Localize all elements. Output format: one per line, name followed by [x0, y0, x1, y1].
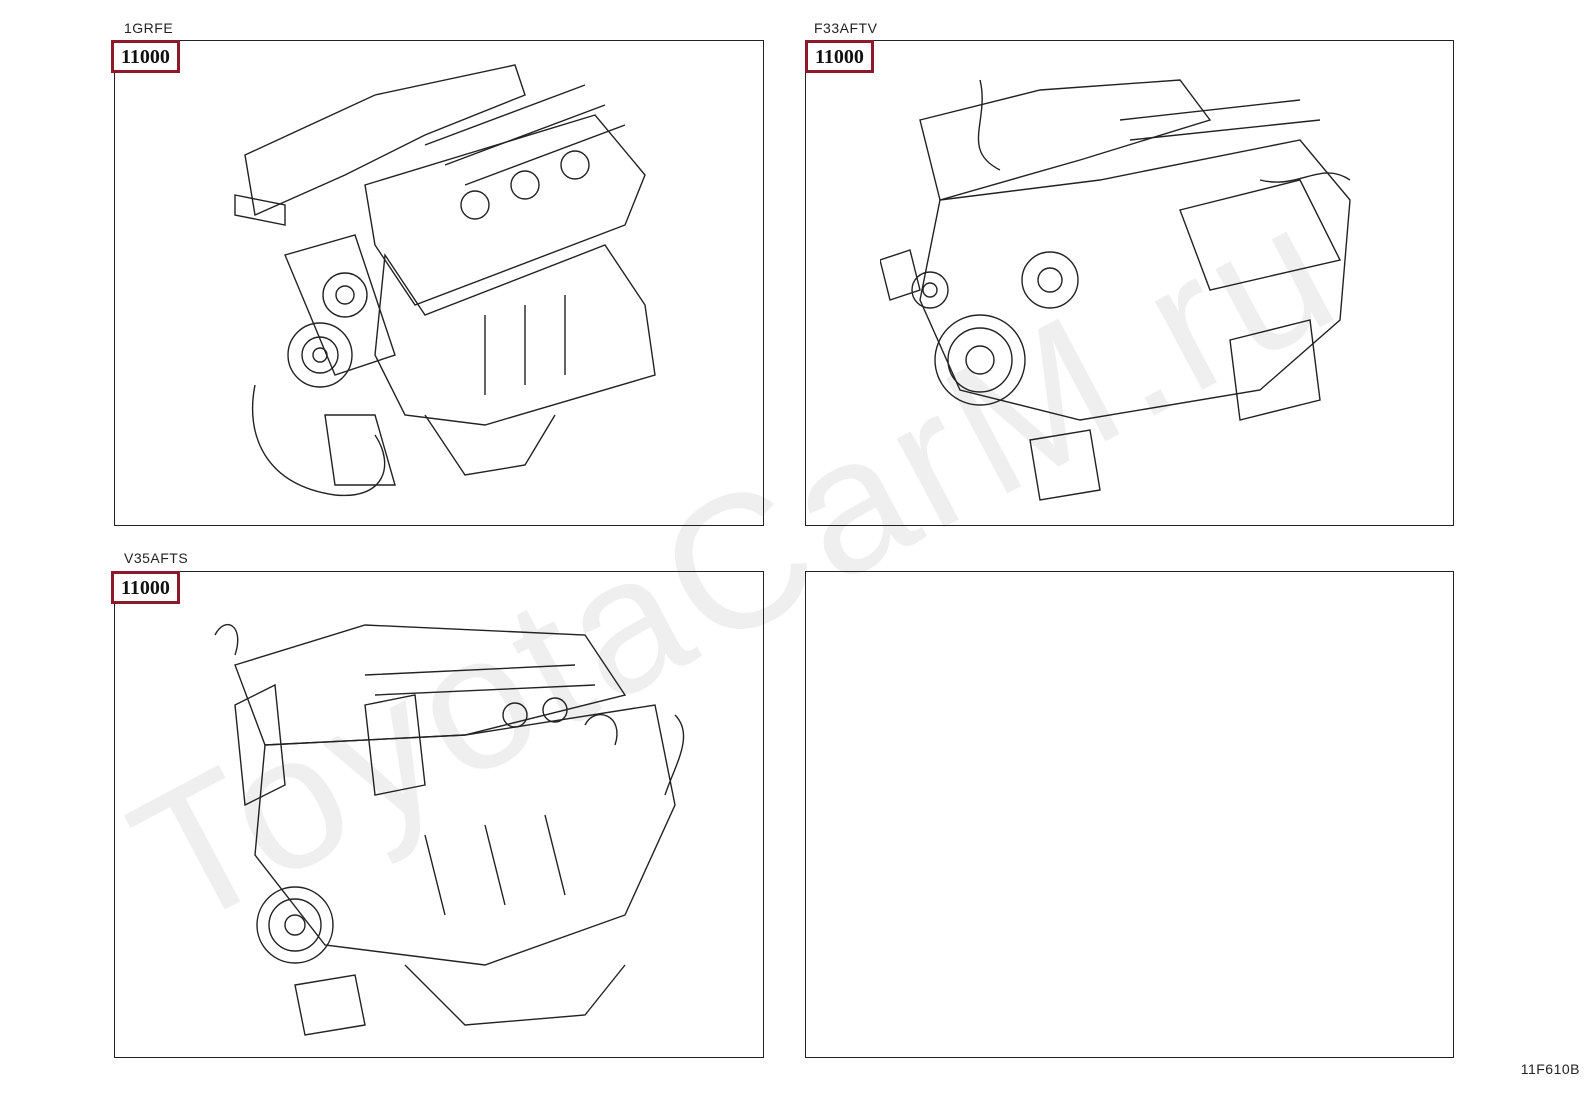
panel-1-part-number[interactable]: 11000: [111, 40, 180, 73]
diagram-code: 11F610B: [1520, 1061, 1580, 1077]
panel-2-model-label: F33AFTV: [814, 20, 878, 36]
panel-3-part-number[interactable]: 11000: [111, 571, 180, 604]
panel-3-model-label: V35AFTS: [124, 550, 189, 566]
panel-4-frame-empty: [805, 571, 1454, 1058]
panel-2-frame: [805, 40, 1454, 526]
panel-1-model-label: 1GRFE: [124, 20, 174, 36]
panel-3-frame: [114, 571, 764, 1058]
engine-illustration-f33aftv[interactable]: [879, 60, 1380, 510]
engine-illustration-1grfe[interactable]: [225, 55, 665, 515]
panel-1-frame: [114, 40, 764, 526]
panel-2-part-number[interactable]: 11000: [805, 40, 874, 73]
engine-illustration-v35afts[interactable]: [205, 585, 715, 1045]
